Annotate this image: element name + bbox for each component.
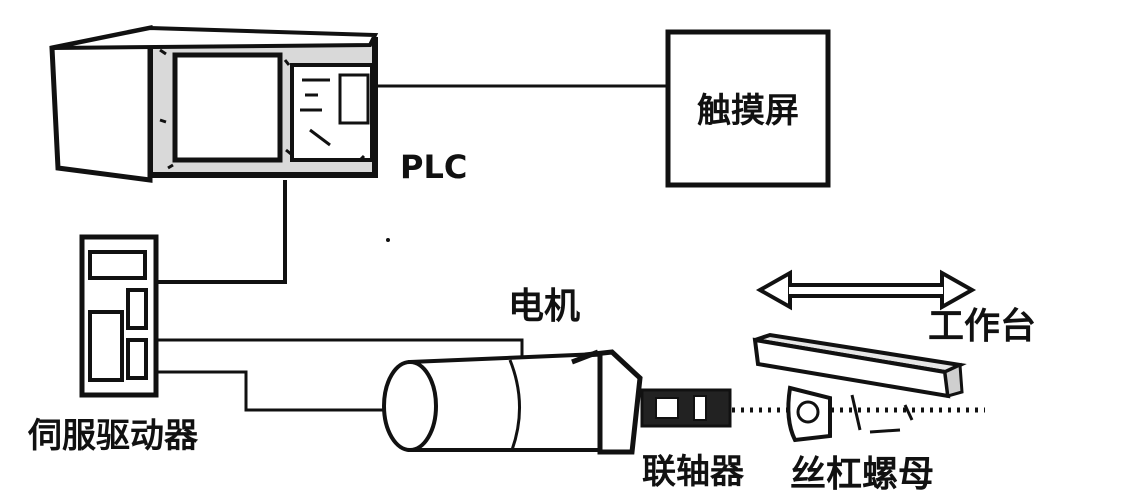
servo-motor-cable-bottom: [156, 370, 386, 412]
plc-servo-link: [156, 180, 287, 284]
workbench-unit: [752, 332, 967, 443]
touchscreen-label: 触摸屏: [697, 91, 799, 131]
servo-driver-unit: [79, 234, 159, 398]
stray-dot: [386, 238, 390, 242]
coupling-label: 联轴器: [642, 452, 745, 492]
servo-motor-cable-top: [156, 338, 524, 362]
touchscreen-unit: [665, 29, 831, 188]
plc-label: PLC: [400, 148, 467, 186]
ball-screw-nut-label: 丝杠螺母: [790, 454, 934, 495]
coupling-unit: [640, 388, 732, 428]
motor-label: 电机: [508, 286, 580, 327]
servo-driver-label: 伺服驱动器: [27, 416, 199, 456]
motor-unit: [382, 349, 643, 455]
motion-double-arrow: [755, 269, 977, 311]
plc-unit: [49, 24, 379, 183]
workbench-label: 工作台: [928, 306, 1036, 347]
